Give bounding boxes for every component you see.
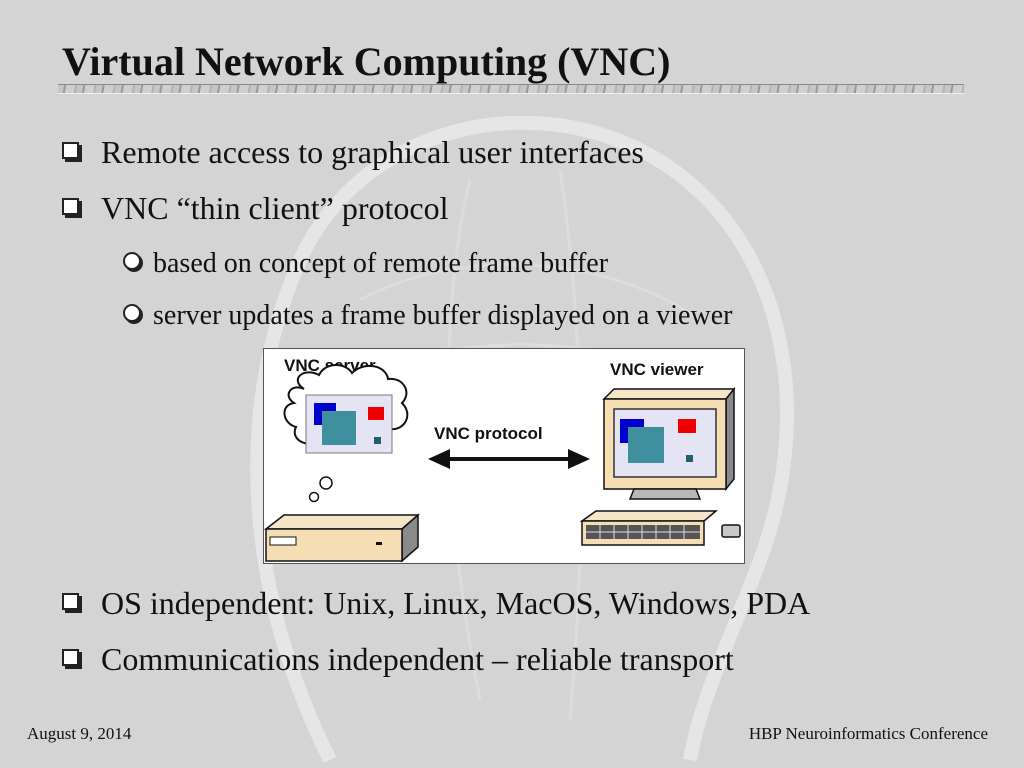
server-computer-icon <box>264 513 420 563</box>
bidirectional-arrow-icon <box>428 449 590 469</box>
circle-bullet-icon <box>123 304 141 322</box>
vnc-diagram: VNC server VNC viewer VNC protocol <box>263 348 745 564</box>
bullet-text: VNC “thin client” protocol <box>101 190 449 226</box>
bullet-item: OS independent: Unix, Linux, MacOS, Wind… <box>62 583 810 623</box>
thought-cloud-icon <box>283 364 409 503</box>
square-bullet-icon <box>62 198 79 215</box>
bullet-item: VNC “thin client” protocol <box>62 188 448 228</box>
viewer-label: VNC viewer <box>610 360 704 379</box>
sub-bullet-item: based on concept of remote frame buffer <box>123 246 608 282</box>
bullet-text: Remote access to graphical user interfac… <box>101 134 644 170</box>
bullet-text: Communications independent – reliable tr… <box>101 641 734 677</box>
sub-bullet-text: server updates a frame buffer displayed … <box>153 300 733 331</box>
circle-bullet-icon <box>123 252 141 270</box>
keyboard-icon <box>579 510 719 546</box>
sub-bullet-item: server updates a frame buffer displayed … <box>123 298 732 334</box>
bullet-item: Communications independent – reliable tr… <box>62 639 734 679</box>
bullet-text: OS independent: Unix, Linux, MacOS, Wind… <box>101 585 811 621</box>
footer-date: August 9, 2014 <box>27 724 132 743</box>
slide-title: Virtual Network Computing (VNC) <box>62 39 671 84</box>
square-bullet-icon <box>62 142 79 159</box>
title-divider <box>58 84 964 94</box>
square-bullet-icon <box>62 649 79 666</box>
footer-event: HBP Neuroinformatics Conference <box>748 724 988 743</box>
protocol-label: VNC protocol <box>434 424 543 443</box>
square-bullet-icon <box>62 593 79 610</box>
sub-bullet-text: based on concept of remote frame buffer <box>153 248 609 279</box>
mouse-icon <box>721 524 741 538</box>
bullet-item: Remote access to graphical user interfac… <box>62 132 644 172</box>
viewer-monitor-icon <box>602 386 736 500</box>
